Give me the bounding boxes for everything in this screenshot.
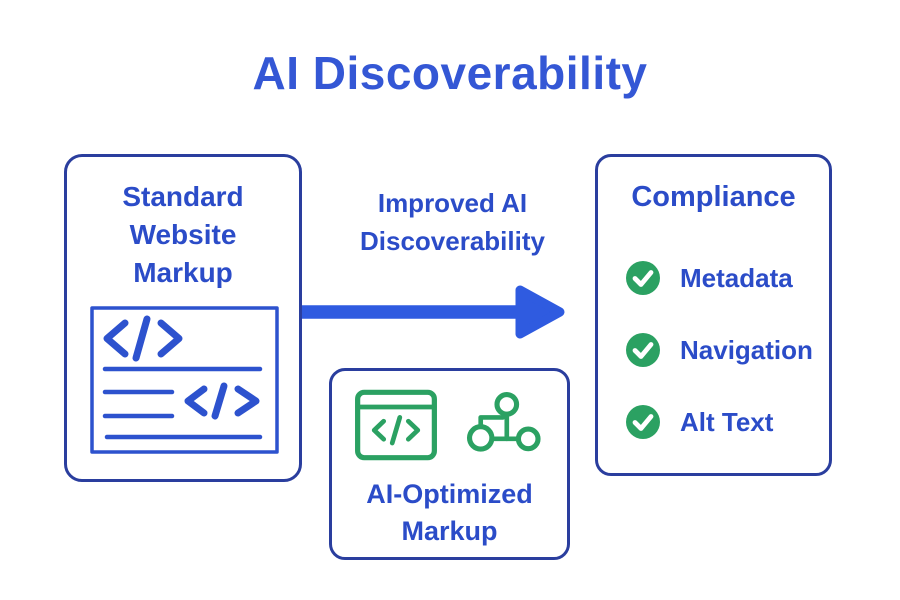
- ai-optimized-icons-row: [332, 389, 567, 461]
- ai-optimized-markup-box: AI-Optimized Markup: [329, 368, 570, 560]
- arrow-right-icon: [302, 285, 565, 339]
- code-window-icon: [355, 389, 437, 461]
- standard-website-markup-label: Standard Website Markup: [122, 181, 244, 288]
- compliance-title: Compliance: [631, 181, 796, 213]
- compliance-list: Metadata Navigation Alt Text: [598, 260, 829, 440]
- compliance-item-navigation: Navigation: [625, 332, 829, 368]
- check-circle-icon: [626, 333, 660, 367]
- ai-optimized-markup-label: AI-Optimized Markup: [366, 479, 533, 546]
- node-graph-icon: [466, 392, 541, 452]
- check-circle-icon: [626, 405, 660, 439]
- compliance-item-label: Metadata: [680, 262, 793, 293]
- compliance-item-metadata: Metadata: [625, 260, 829, 296]
- check-circle-icon: [626, 261, 660, 295]
- flow-label: Improved AI Discoverability: [360, 188, 545, 256]
- standard-website-markup-box: Standard Website Markup: [64, 154, 302, 482]
- compliance-item-alt-text: Alt Text: [625, 404, 829, 440]
- compliance-item-label: Alt Text: [680, 406, 774, 437]
- page-title: AI Discoverability: [252, 47, 648, 99]
- code-document-icon: [90, 306, 279, 454]
- compliance-item-label: Navigation: [680, 334, 813, 365]
- compliance-box: Compliance Metadata Navigation: [595, 154, 832, 476]
